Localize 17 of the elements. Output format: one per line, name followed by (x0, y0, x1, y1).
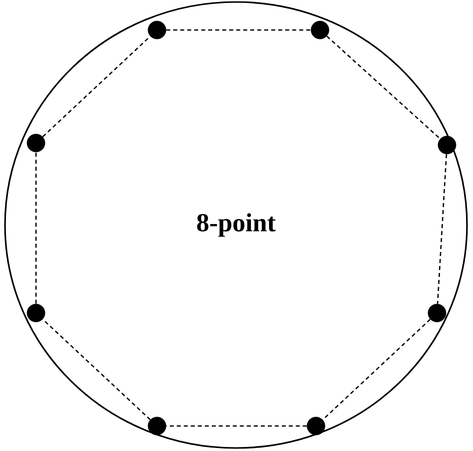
point-dot (428, 304, 446, 322)
point-dot (148, 416, 166, 436)
point-dot (310, 20, 330, 40)
dashed-line (322, 318, 431, 420)
dashed-line (436, 154, 448, 304)
dashed-line (42, 318, 151, 420)
point-dot (306, 416, 326, 436)
dashed-line (166, 425, 307, 427)
center-label: 8-point (197, 213, 276, 237)
dashed-line (166, 29, 311, 31)
dashed-line (42, 36, 151, 138)
point-dot (26, 134, 46, 152)
point-dot (148, 20, 166, 40)
dashed-line (35, 152, 37, 304)
dashed-line (326, 36, 441, 140)
point-dot (438, 136, 456, 154)
point-dot (26, 304, 46, 322)
